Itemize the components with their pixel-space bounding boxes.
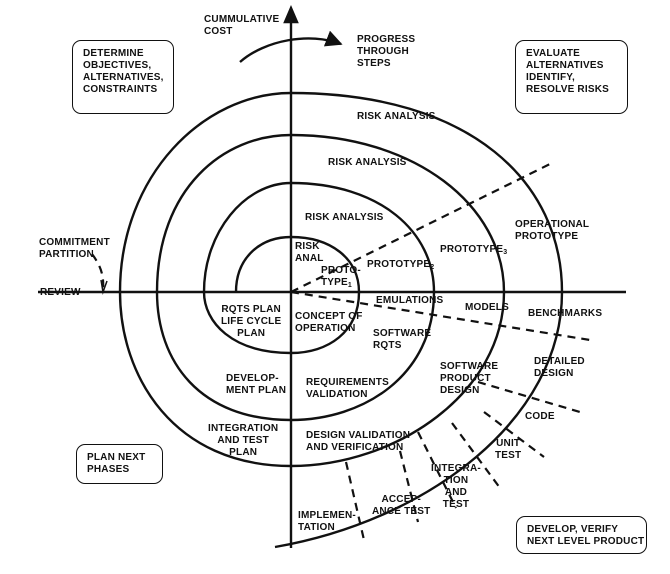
radial-detailed: [477, 380, 581, 414]
prototype-3-label: PROTOTYPE3: [440, 244, 507, 259]
radial-simulation: [290, 290, 591, 342]
radial-integration: [417, 431, 457, 509]
radial-code: [483, 411, 545, 458]
cost-axis-arrowhead: [283, 4, 299, 24]
quadrant-develop-verify: DEVELOP, VERIFY NEXT LEVEL PRODUCT: [516, 516, 647, 554]
review-label: REVIEW: [40, 287, 81, 298]
integration-and-test-label: INTEGRA- TION AND TEST: [431, 463, 481, 510]
concept-of-operation-label: CONCEPT OF OPERATION: [295, 311, 363, 334]
prototype-3-text: PROTOTYPE: [440, 244, 504, 255]
prototype-1-text: PROTO- TYPE: [321, 265, 361, 288]
commitment-arrow: [91, 253, 105, 290]
integration-test-plan-label: INTEGRATION AND TEST PLAN: [208, 423, 279, 458]
risk-analysis-inner: RISK ANAL: [295, 241, 324, 264]
models-label: MODELS: [465, 302, 509, 313]
prototype-2-text: PROTOTYPE: [367, 259, 431, 270]
risk-analysis-second: RISK ANALYSIS: [305, 212, 384, 223]
prototype-3-subscript: 3: [503, 249, 508, 256]
spiral-curve: [118, 91, 564, 549]
detailed-design-label: DETAILED DESIGN: [534, 356, 585, 379]
quadrant-develop-verify-text: DEVELOP, VERIFY NEXT LEVEL PRODUCT: [527, 524, 645, 547]
radial-prototype: [290, 162, 553, 293]
radial-acceptance: [398, 450, 420, 523]
software-rqts-label: SOFTWARE RQTS: [373, 328, 432, 351]
progress-arrow: [239, 30, 343, 63]
commitment-arrowhead: [100, 279, 108, 295]
prototype-1-label: PROTO- TYPE1: [321, 265, 361, 292]
quadrant-evaluate-alternatives-text: EVALUATE ALTERNATIVES IDENTIFY, RESOLVE …: [526, 48, 609, 95]
risk-analysis-outer: RISK ANALYSIS: [357, 111, 436, 122]
prototype-2-label: PROTOTYPE2: [367, 259, 434, 274]
progress-label: PROGRESS THROUGH STEPS: [357, 34, 416, 69]
benchmarks-label: BENCHMARKS: [528, 308, 603, 319]
design-validation-label: DESIGN VALIDATION AND VERIFICATION: [306, 430, 411, 453]
quadrant-plan-next-phases: PLAN NEXT PHASES: [76, 444, 163, 484]
acceptance-test-label: ACCEP- ANCE TEST: [372, 494, 431, 517]
risk-analysis-third: RISK ANALYSIS: [328, 157, 407, 168]
prototype-2-subscript: 2: [430, 264, 435, 271]
code-label: CODE: [525, 411, 555, 422]
quadrant-evaluate-alternatives: EVALUATE ALTERNATIVES IDENTIFY, RESOLVE …: [515, 40, 628, 114]
unit-test-label: UNIT TEST: [495, 438, 522, 461]
operational-prototype-label: OPERATIONAL PROTOTYPE: [515, 219, 590, 242]
implementation-label: IMPLEMEN- TATION: [298, 510, 356, 533]
commitment-partition-label: COMMITMENT PARTITION: [39, 237, 110, 260]
quadrant-determine-objectives-text: DETERMINE OBJECTIVES, ALTERNATIVES, CONS…: [83, 48, 164, 95]
cumulative-cost-label: CUMMULATIVE COST: [204, 14, 280, 37]
rqts-plan-label: RQTS PLAN LIFE CYCLE PLAN: [221, 304, 282, 339]
software-product-design-label: SOFTWARE PRODUCT DESIGN: [440, 361, 499, 396]
prototype-1-subscript: 1: [347, 282, 353, 289]
development-plan-label: DEVELOP- MENT PLAN: [226, 373, 287, 396]
quadrant-plan-next-phases-text: PLAN NEXT PHASES: [87, 452, 146, 475]
requirements-validation-label: REQUIREMENTS VALIDATION: [306, 377, 389, 400]
quadrant-determine-objectives: DETERMINE OBJECTIVES, ALTERNATIVES, CONS…: [72, 40, 174, 114]
emulations-label: EMULATIONS: [376, 295, 444, 306]
